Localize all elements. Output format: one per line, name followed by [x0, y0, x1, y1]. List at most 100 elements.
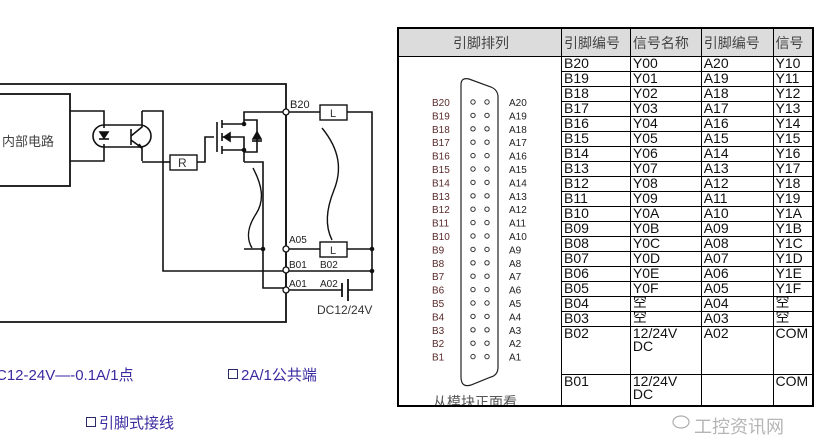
connector-label-a: A19 [509, 111, 527, 122]
load-label-a05: L [330, 245, 336, 257]
terminal-b01 [282, 266, 290, 274]
supply-label: DC12/24V [317, 303, 372, 317]
pin-hole [470, 246, 476, 253]
signal-name-b: Y0F [629, 281, 702, 297]
terminal-label-a01: A01 [289, 279, 307, 290]
pin-hole [484, 193, 490, 199]
feature-text: C12-24V—-0.1A/1点 [0, 367, 134, 384]
pin-number-a: A08 [700, 236, 774, 252]
pin-hole [484, 206, 490, 212]
pin-hole [470, 99, 476, 105]
connector-label-b: B18 [432, 125, 450, 136]
pin-hole [484, 260, 490, 266]
pin-hole [484, 286, 490, 293]
bullet-box-icon [228, 369, 238, 379]
connector-label-b: B13 [432, 192, 450, 203]
pin-hole [470, 273, 476, 279]
pin-number-a: A17 [700, 101, 774, 117]
pin-number-b: B20 [561, 56, 631, 72]
connector-label-a: A11 [509, 219, 526, 230]
pin-hole [484, 166, 490, 172]
pin-number-a: A20 [700, 56, 774, 72]
pin-number-a: A13 [700, 161, 774, 177]
pin-hole [484, 340, 490, 346]
feature-text: 引脚式接线 [99, 415, 175, 432]
pin-hole [484, 233, 490, 239]
signal-name-b: Y0E [629, 266, 702, 282]
pin-number-b: B09 [561, 221, 631, 237]
pin-hole [484, 219, 490, 226]
pin-hole [470, 313, 476, 320]
header-pin-arrangement: 引脚排列 [397, 27, 563, 57]
pin-number-b: B10 [561, 206, 631, 222]
signal-name-a: Y1D [772, 251, 814, 267]
pin-number-b: B03 [561, 311, 631, 327]
pin-number-a: A10 [700, 206, 774, 222]
connector-label-a: A17 [509, 138, 527, 149]
connector-label-b: B4 [432, 312, 445, 323]
connector-label-a: A16 [509, 152, 527, 163]
pin-number-a: A11 [700, 191, 774, 207]
pin-hole [470, 126, 476, 132]
pin-hole [484, 246, 490, 253]
terminal-label-b02: B02 [320, 260, 338, 271]
connector-label-a: A4 [509, 312, 522, 323]
pin-number-a: A09 [700, 221, 774, 237]
connector-label-b: B15 [432, 165, 450, 176]
connector-label-a: A20 [509, 98, 527, 109]
feature-wiring: 引脚式接线 [86, 412, 174, 433]
pin-number-b: B16 [561, 116, 631, 132]
pin-hole [470, 206, 476, 212]
pin-number-b: B17 [561, 101, 631, 117]
connector-label-a: A1 [509, 353, 522, 364]
signal-name-b: Y02 [629, 86, 702, 102]
watermark-text: 工控资讯网 [694, 417, 784, 438]
signal-name-b: 空 [629, 296, 702, 312]
internal-circuit-block [0, 93, 71, 187]
connector-outline [460, 78, 499, 387]
feature-rating-per-point: C12-24V—-0.1A/1点 [0, 364, 134, 385]
signal-name-b: Y03 [629, 101, 702, 117]
pin-hole [470, 152, 476, 159]
terminal-label-a05: A05 [289, 235, 307, 246]
pin-hole [484, 126, 490, 132]
feature-text: 2A/1公共端 [241, 367, 317, 384]
signal-name-a: COM [772, 374, 814, 407]
pin-number-a: A16 [700, 116, 774, 132]
connector-label-b: B14 [432, 178, 450, 189]
pin-hole [470, 219, 476, 226]
pin-hole [470, 193, 476, 199]
signal-name-a: Y14 [772, 116, 814, 132]
connector-label-b: B20 [432, 98, 450, 109]
terminal-label-b20: B20 [290, 99, 310, 111]
signal-name-b: Y04 [629, 116, 702, 132]
pin-hole [470, 327, 476, 333]
pin-hole [470, 300, 476, 306]
connector-label-b: B5 [432, 299, 445, 310]
signal-name-b: Y05 [629, 131, 702, 147]
optocoupler-icon [92, 111, 152, 161]
signal-name-b: Y0B [629, 221, 702, 237]
pin-number-b: B13 [561, 161, 631, 177]
resistor-label: R [178, 156, 187, 170]
pin-hole [484, 273, 490, 279]
connector-label-b: B12 [432, 205, 450, 216]
signal-name-a: Y17 [772, 161, 814, 177]
connector-label-a: A10 [509, 232, 527, 243]
bullet-box-icon [86, 417, 96, 427]
pin-hole [470, 286, 476, 293]
pin-hole [470, 112, 476, 119]
pin-number-a: A15 [700, 131, 774, 147]
pin-hole [470, 340, 476, 346]
connector-label-a: A7 [509, 272, 522, 283]
signal-name-b: 空 [629, 311, 702, 327]
connector-caption: 从模块正面看 [433, 395, 517, 406]
